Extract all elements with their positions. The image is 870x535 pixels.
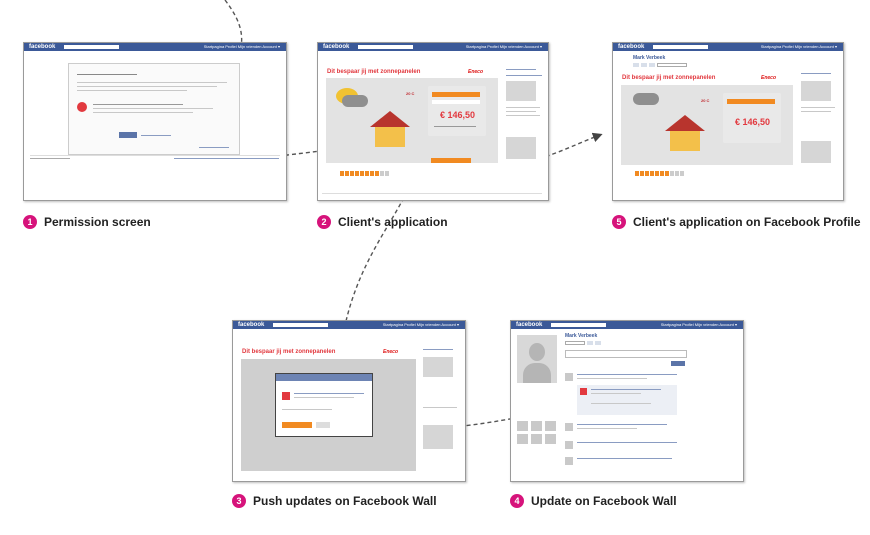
top-nav: Startpagina Profiel Mijn vrienden Accoun… [203, 44, 280, 49]
app-title: Dit bespaar jij met zonnepanelen [242, 349, 336, 355]
right-sidebar [801, 71, 839, 191]
app-title: Dit bespaar jij met zonnepanelen [327, 69, 421, 75]
facebook-header: facebook Startpagina Profiel Mijn vriend… [233, 321, 465, 329]
search-input[interactable] [551, 323, 606, 327]
usage-meter [635, 171, 684, 176]
top-nav: Startpagina Profiel Mijn vrienden Accoun… [382, 322, 459, 327]
facebook-logo: facebook [323, 44, 350, 50]
search-input[interactable] [653, 45, 708, 49]
screenshot-app-on-profile: facebook Startpagina Profiel Mijn vriend… [612, 42, 844, 201]
brand-logo: Eneco [468, 69, 484, 75]
temperature-label: 20 C [406, 91, 415, 96]
facebook-logo: facebook [516, 322, 543, 328]
publish-button[interactable] [431, 158, 471, 163]
caption-label-2: Client's application [338, 215, 448, 229]
friends-grid [517, 421, 556, 444]
top-nav: Startpagina Profiel Mijn vrienden Accoun… [760, 44, 837, 49]
status-input[interactable] [565, 350, 687, 358]
profile-name: Mark Verbeek [565, 333, 598, 339]
caption-2: 2 Client's application [317, 215, 448, 229]
top-nav: Startpagina Profiel Mijn vrienden Accoun… [660, 322, 737, 327]
app-update-post [577, 385, 677, 415]
app-icon [282, 392, 290, 400]
profile-photo [517, 335, 557, 383]
facebook-logo: facebook [618, 44, 645, 50]
savings-price: € 146,50 [440, 110, 476, 120]
cloud-icon [633, 93, 659, 105]
allow-button[interactable] [119, 132, 137, 138]
facebook-logo: facebook [238, 322, 265, 328]
app-icon [77, 102, 87, 112]
savings-price: € 146,50 [735, 117, 771, 127]
search-input[interactable] [273, 323, 328, 327]
screenshot-push-updates: facebook Startpagina Profiel Mijn vriend… [232, 320, 466, 482]
caption-label-1: Permission screen [44, 215, 151, 229]
house-icon [665, 115, 705, 151]
right-sidebar [506, 67, 544, 187]
screenshot-permission: facebook Startpagina Profiel Mijn vriend… [23, 42, 287, 201]
step-badge-1: 1 [23, 215, 37, 229]
search-input[interactable] [64, 45, 119, 49]
step-badge-3: 3 [232, 494, 246, 508]
savings-panel: € 146,50 [723, 93, 781, 143]
temperature-label: 20 C [701, 98, 710, 103]
right-sidebar [423, 347, 461, 467]
caption-5: 5 Client's application on Facebook Profi… [612, 215, 861, 229]
top-nav: Startpagina Profiel Mijn vrienden Accoun… [465, 44, 542, 49]
screenshot-client-app: facebook Startpagina Profiel Mijn vriend… [317, 42, 549, 201]
facebook-header: facebook Startpagina Profiel Mijn vriend… [511, 321, 743, 329]
caption-label-3: Push updates on Facebook Wall [253, 494, 437, 508]
app-title: Dit bespaar jij met zonnepanelen [622, 75, 716, 81]
search-input[interactable] [358, 45, 413, 49]
skip-button[interactable] [316, 422, 330, 428]
profile-name: Mark Verbeek [633, 55, 666, 61]
caption-4: 4 Update on Facebook Wall [510, 494, 677, 508]
caption-label-4: Update on Facebook Wall [531, 494, 677, 508]
facebook-header: facebook Startpagina Profiel Mijn vriend… [318, 43, 548, 51]
caption-1: 1 Permission screen [23, 215, 151, 229]
facebook-header: facebook Startpagina Profiel Mijn vriend… [24, 43, 286, 51]
dialog-header [276, 374, 372, 381]
step-badge-5: 5 [612, 215, 626, 229]
step-badge-4: 4 [510, 494, 524, 508]
brand-logo: Eneco [383, 349, 399, 355]
facebook-header: facebook Startpagina Profiel Mijn vriend… [613, 43, 843, 51]
publish-button[interactable] [282, 422, 312, 428]
step-badge-2: 2 [317, 215, 331, 229]
caption-3: 3 Push updates on Facebook Wall [232, 494, 437, 508]
permission-box [68, 63, 240, 155]
screenshot-wall-update: facebook Startpagina Profiel Mijn vriend… [510, 320, 744, 482]
profile-tabs[interactable] [565, 341, 601, 345]
wall-feed [565, 371, 690, 479]
facebook-logo: facebook [29, 44, 56, 50]
brand-logo: Eneco [761, 75, 777, 81]
savings-panel: € 146,50 [428, 86, 486, 136]
share-button[interactable] [671, 361, 685, 366]
usage-meter [340, 171, 389, 176]
publish-dialog [275, 373, 373, 437]
caption-label-5: Client's application on Facebook Profile [633, 215, 861, 229]
cloud-icon [342, 95, 368, 107]
profile-tabs[interactable] [633, 63, 687, 67]
house-icon [370, 111, 410, 147]
